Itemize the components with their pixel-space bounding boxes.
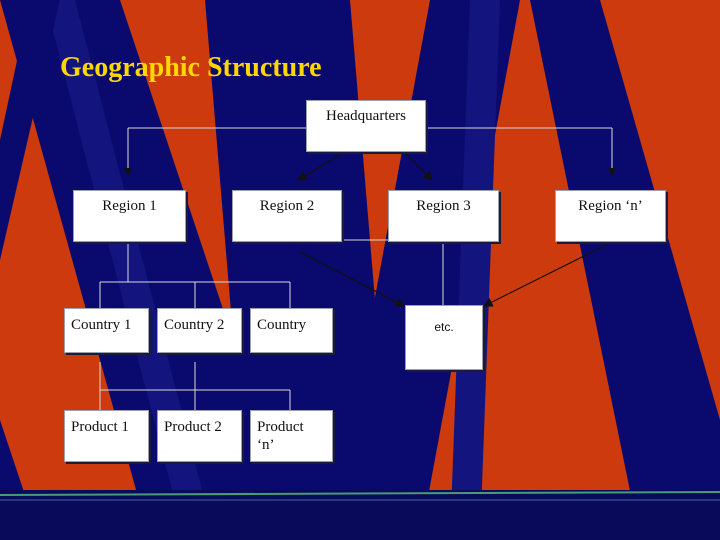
node-label: Product 1 xyxy=(71,419,129,435)
node-label: Country 2 xyxy=(164,317,225,333)
node-product-n: Product ‘n’ xyxy=(250,410,333,462)
node-label: Country xyxy=(257,317,307,333)
node-product-2: Product 2 xyxy=(157,410,242,462)
node-region-2: Region 2 xyxy=(232,190,342,242)
node-label: etc. xyxy=(434,320,454,334)
node-label: Country 1 xyxy=(71,317,132,333)
node-label: Region 2 xyxy=(259,198,315,214)
node-label: Product ‘n’ xyxy=(257,419,304,453)
node-label: Region ‘n’ xyxy=(578,198,643,214)
node-region-1: Region 1 xyxy=(73,190,186,242)
node-label: Headquarters xyxy=(326,108,406,124)
node-etc: etc. xyxy=(405,305,483,370)
node-country-2: Country 2 xyxy=(157,308,242,353)
node-country-n: Country xyxy=(250,308,333,353)
node-country-1: Country 1 xyxy=(64,308,149,353)
page-title: Geographic Structure xyxy=(60,52,322,83)
node-headquarters: Headquarters xyxy=(306,100,426,152)
node-region-3: Region 3 xyxy=(388,190,499,242)
node-label: Region 1 xyxy=(102,198,157,214)
node-label: Product 2 xyxy=(164,419,222,435)
node-region-n: Region ‘n’ xyxy=(555,190,666,242)
node-label: Region 3 xyxy=(416,198,471,214)
node-product-1: Product 1 xyxy=(64,410,149,462)
